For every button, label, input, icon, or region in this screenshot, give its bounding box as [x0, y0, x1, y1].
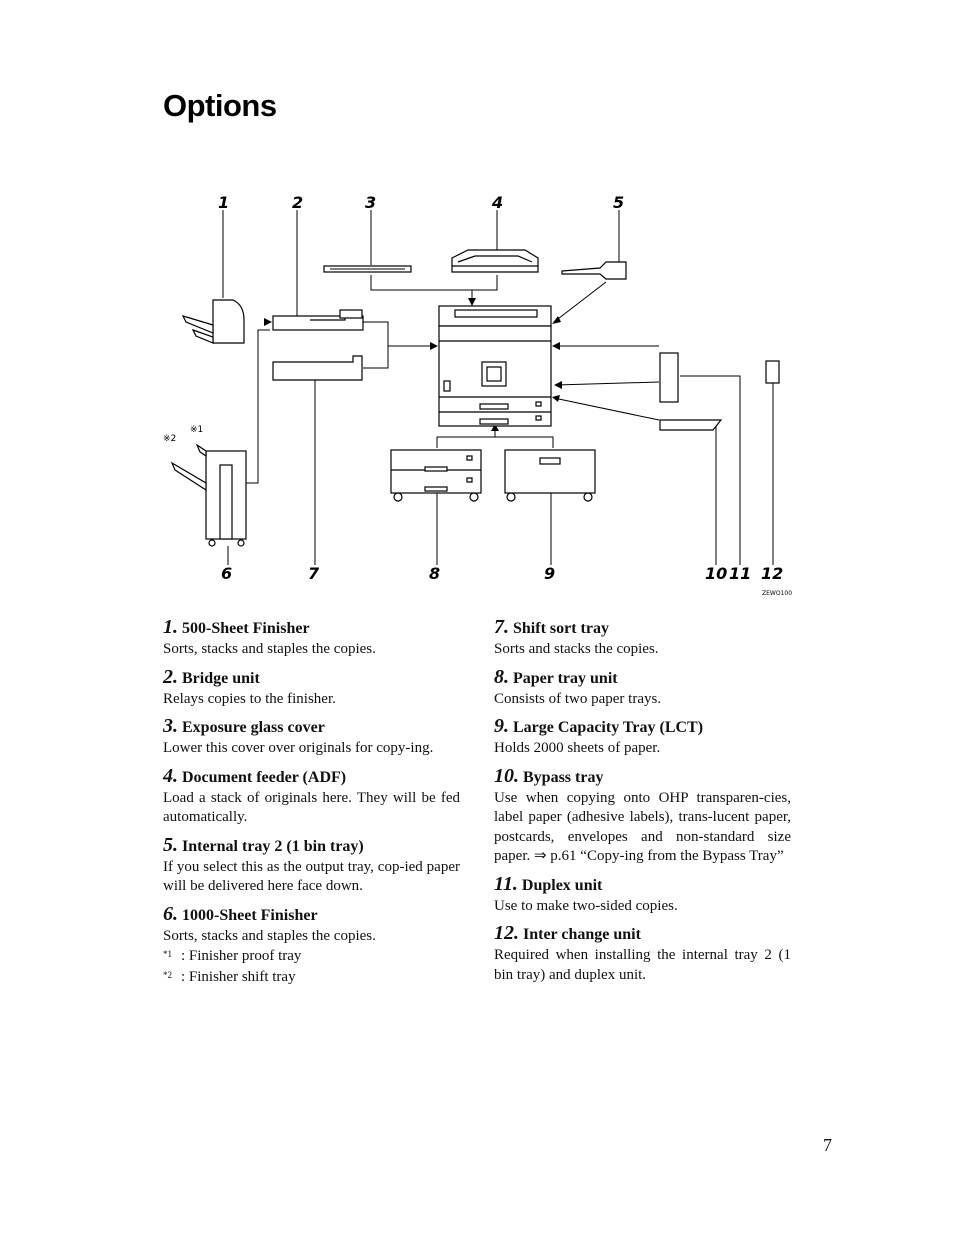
- item-description: Sorts, stacks and staples the copies.: [163, 927, 376, 944]
- item-title: 500-Sheet Finisher: [182, 620, 310, 637]
- item-description: Lower this cover over originals for copy…: [163, 740, 434, 756]
- item-description: Consists of two paper trays.: [494, 690, 662, 707]
- item-title: Shift sort tray: [513, 620, 609, 637]
- item-number: 7.: [494, 616, 509, 638]
- option-item: 1. 500-Sheet Finisher Sorts, stacks and …: [163, 616, 460, 660]
- option-item: 4. Document feeder (ADF) Load a stack of…: [163, 765, 460, 828]
- marker-shift-tray: ※2: [163, 434, 176, 444]
- item-number: 11.: [494, 872, 518, 895]
- item-description: Sorts, stacks and staples the copies.: [163, 641, 376, 657]
- item-number: 5.: [163, 833, 178, 856]
- item-title: Document feeder (ADF): [182, 768, 347, 786]
- item-title: Duplex unit: [521, 876, 603, 894]
- item-number: 6.: [163, 902, 178, 925]
- item-title: Bridge unit: [182, 669, 260, 687]
- option-item: 10. Bypass tray Use when copying onto OH…: [494, 765, 791, 867]
- item-number: 1.: [163, 616, 178, 638]
- item-number: 12.: [494, 922, 519, 944]
- footnote-mark: *2: [163, 970, 172, 980]
- item-title: Internal tray 2 (1 bin tray): [182, 837, 364, 855]
- callout-4: 4: [491, 193, 503, 212]
- options-list-right: 7. Shift sort tray Sorts and stacks the …: [494, 616, 791, 991]
- item-number: 10.: [494, 764, 519, 787]
- item-title: Bypass tray: [523, 768, 604, 786]
- page-number: 7: [823, 1135, 832, 1155]
- callout-7: 7: [308, 564, 320, 583]
- footnote: *2 : Finisher shift tray: [163, 967, 460, 988]
- option-item: 2. Bridge unit Relays copies to the fini…: [163, 666, 460, 710]
- footnote: *1 : Finisher proof tray: [163, 946, 460, 967]
- item-description: Use to make two-sided copies.: [494, 897, 678, 914]
- callout-1: 1: [218, 193, 229, 212]
- figure-code: ZEWO100: [762, 590, 792, 597]
- option-item: 3. Exposure glass cover Lower this cover…: [163, 715, 460, 759]
- item-description: Load a stack of originals here. They wil…: [163, 789, 460, 826]
- item-number: 9.: [494, 715, 509, 737]
- item-description: Sorts and stacks the copies.: [494, 641, 659, 657]
- callout-9: 9: [544, 564, 555, 583]
- option-item: 9. Large Capacity Tray (LCT) Holds 2000 …: [494, 715, 791, 759]
- item-number: 4.: [163, 764, 178, 787]
- option-item: 12. Inter change unit Required when inst…: [494, 922, 791, 985]
- item-title: Paper tray unit: [513, 669, 618, 687]
- callout-6: 6: [221, 564, 232, 583]
- option-item: 5. Internal tray 2 (1 bin tray) If you s…: [163, 834, 460, 897]
- item-description: If you select this as the output tray, c…: [163, 858, 460, 895]
- item-title: 1000-Sheet Finisher: [182, 906, 318, 924]
- callout-12: 12: [761, 564, 783, 583]
- item-description: Holds 2000 sheets of paper.: [494, 740, 661, 756]
- callout-5: 5: [613, 193, 624, 212]
- callout-10: 10: [705, 564, 727, 583]
- callout-3: 3: [365, 193, 376, 212]
- item-title: Large Capacity Tray (LCT): [513, 719, 704, 736]
- marker-proof-tray: ※1: [190, 425, 203, 435]
- callout-8: 8: [429, 564, 440, 583]
- option-item: 6. 1000-Sheet Finisher Sorts, stacks and…: [163, 903, 460, 989]
- option-item: 11. Duplex unit Use to make two-sided co…: [494, 873, 791, 917]
- item-title: Inter change unit: [523, 926, 641, 943]
- options-list-left: 1. 500-Sheet Finisher Sorts, stacks and …: [163, 616, 460, 994]
- callout-11: 11: [729, 564, 751, 583]
- footnote-text: : Finisher shift tray: [181, 969, 296, 985]
- option-item: 7. Shift sort tray Sorts and stacks the …: [494, 616, 791, 660]
- item-number: 2.: [163, 665, 178, 688]
- item-title: Exposure glass cover: [182, 719, 325, 736]
- item-description: Required when installing the internal tr…: [494, 947, 791, 983]
- page-title: Options: [163, 88, 277, 123]
- item-description: Use when copying onto OHP transparen-cie…: [494, 789, 791, 865]
- item-number: 3.: [163, 715, 178, 737]
- footnote-mark: *1: [163, 949, 172, 959]
- callout-2: 2: [292, 193, 303, 212]
- option-item: 8. Paper tray unit Consists of two paper…: [494, 666, 791, 710]
- item-number: 8.: [494, 665, 509, 688]
- footnote-text: : Finisher proof tray: [181, 948, 302, 964]
- options-diagram: 1 2 3 4 5 6 7 8 9 10 11 12 ※2 ※1 ZEWO100: [163, 193, 792, 597]
- item-description: Relays copies to the finisher.: [163, 690, 336, 707]
